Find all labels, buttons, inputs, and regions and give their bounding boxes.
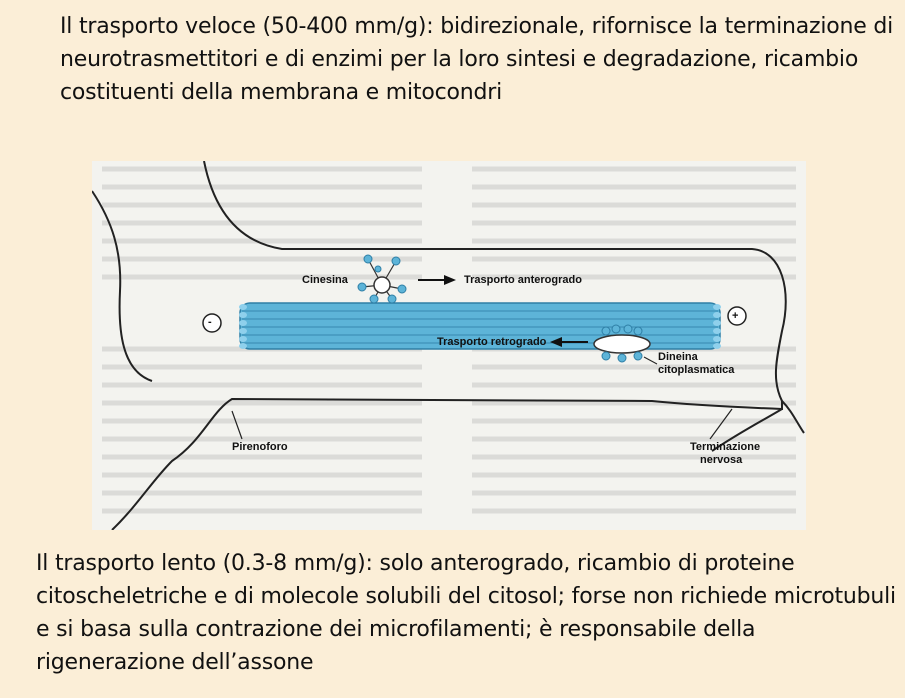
kinesin-label: Cinesina [302, 274, 348, 286]
bottom-paragraph: Il trasporto lento (0.3-8 mm/g): solo an… [36, 551, 896, 675]
pirenoforo-leader [231, 410, 243, 440]
terminal-leader [709, 408, 733, 440]
dynein-icon [593, 324, 651, 363]
terminal-label-line2: nervosa [700, 454, 743, 466]
retrograde-arrow-icon [550, 337, 588, 347]
kinesin-icon [357, 254, 407, 304]
dynein-label-line2: citoplasmatica [658, 364, 735, 376]
axon-diagram [92, 161, 805, 530]
plus-end-circle [727, 306, 747, 326]
plus-end-label: + [732, 310, 739, 322]
anterograde-arrow-icon [418, 275, 456, 285]
pirenoforo-label: Pirenoforo [232, 441, 288, 453]
top-paragraph: Il trasporto veloce (50-400 mm/g): bidir… [60, 14, 894, 105]
retrograde-label: Trasporto retrogrado [437, 336, 547, 348]
anterograde-label: Trasporto anterogrado [464, 274, 582, 286]
dynein-leader [643, 356, 658, 365]
minus-end-label: - [208, 316, 212, 328]
dynein-label-line1: Dineina [658, 351, 698, 363]
neuron-outline [111, 161, 787, 530]
axonal-transport-figure: - + Cinesina Trasporto anterogrado Trasp… [92, 161, 806, 530]
terminal-label-line1: Terminazione [690, 441, 761, 453]
minus-end-circle [202, 313, 222, 333]
